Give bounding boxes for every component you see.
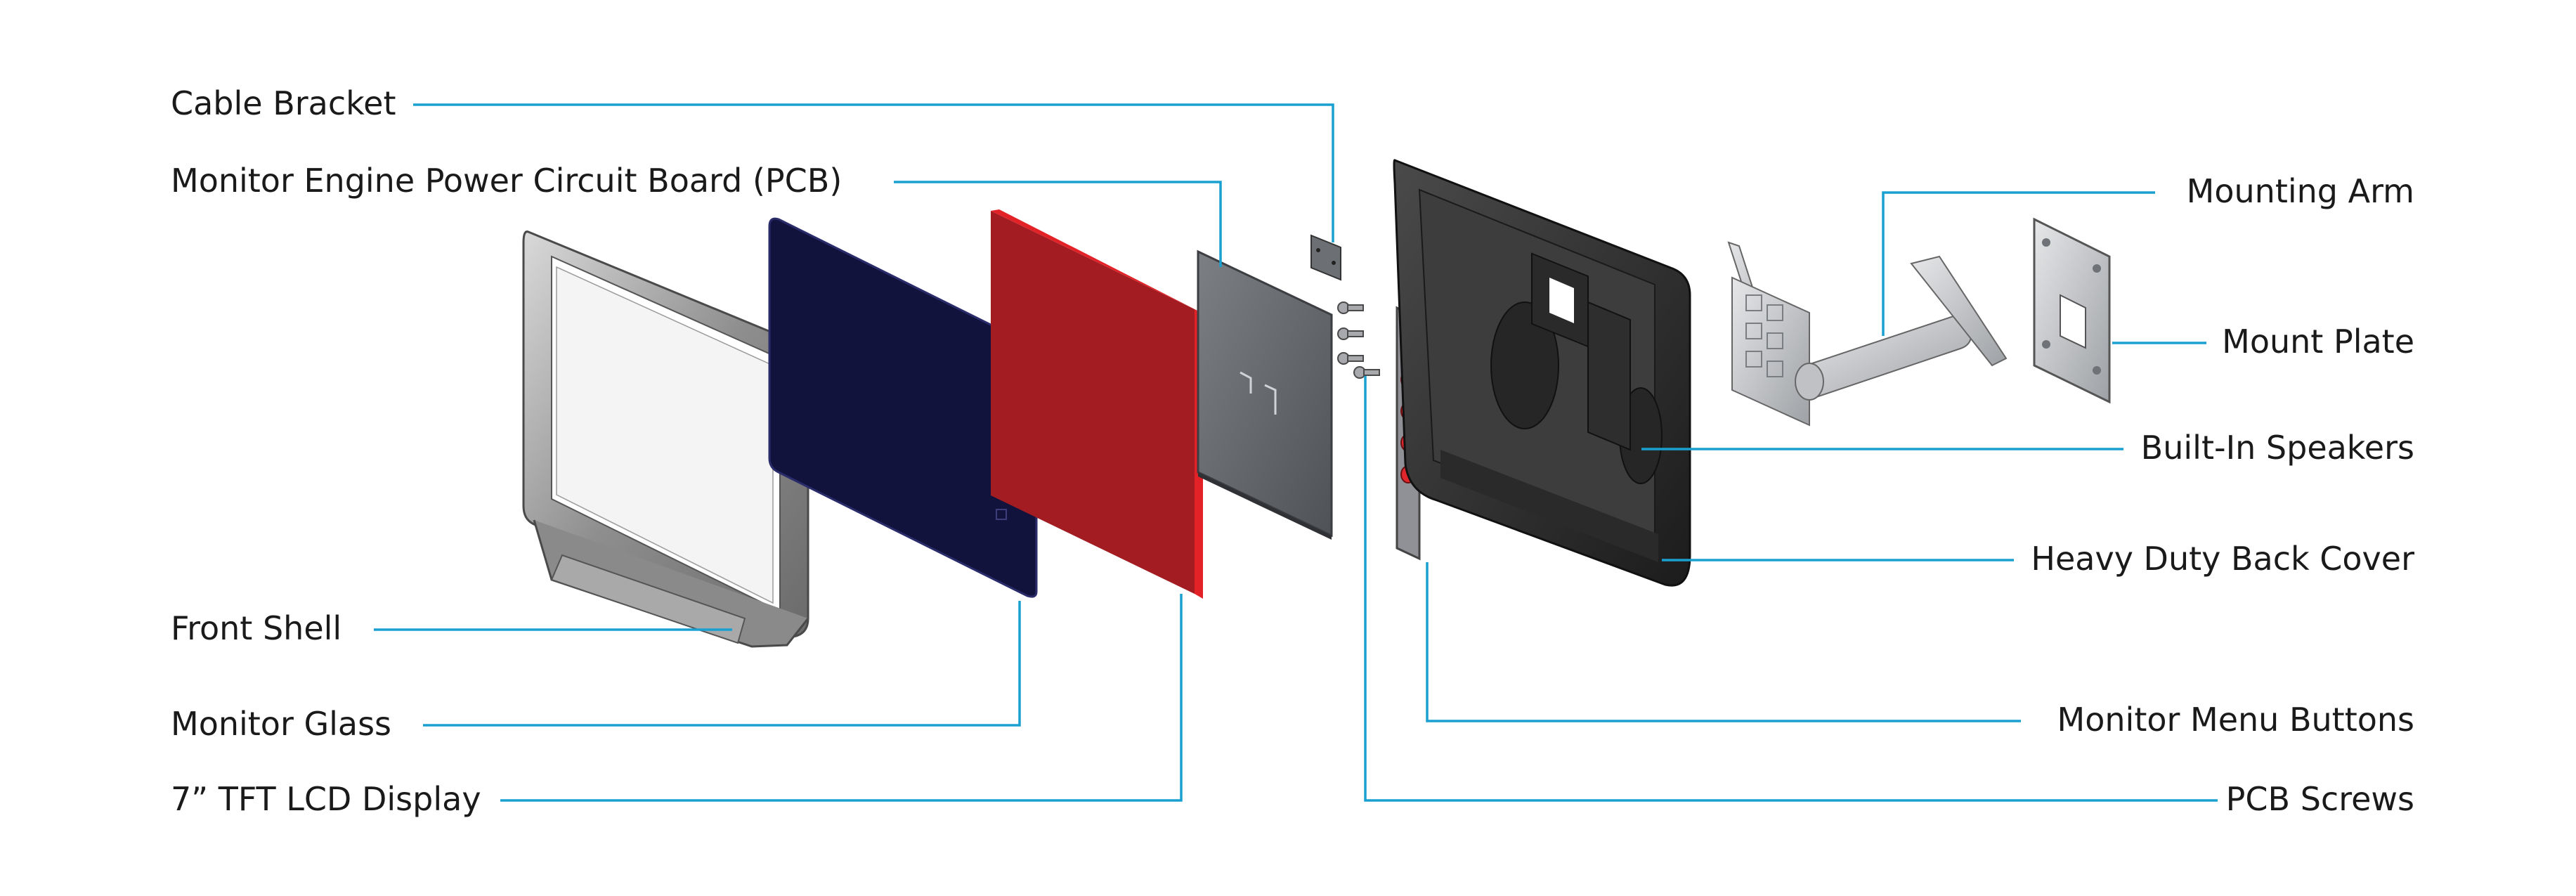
label-speakers: Built-In Speakers [2141,429,2414,467]
label-monitor-glass: Monitor Glass [171,705,391,743]
leader-monitor-glass [423,601,1021,727]
leader-pcb-screws [1364,376,2218,802]
cable-bracket-part [1310,234,1341,281]
label-front-shell: Front Shell [171,609,341,647]
label-mount-plate: Mount Plate [2222,323,2414,361]
pcb-board-part [1197,249,1333,540]
leader-lcd-display [500,594,1183,802]
label-mounting-arm: Mounting Arm [2187,172,2414,210]
mount-plate-part [2033,217,2111,404]
leader-lines [374,103,2218,802]
leader-pcb [894,181,1222,267]
back-cover-part [1393,159,1691,587]
pcb-screws-part [1337,301,1380,379]
labels: Cable Bracket Monitor Engine Power Circu… [171,84,2414,818]
label-pcb-screws: PCB Screws [2226,780,2414,818]
label-tft-display: 7” TFT LCD Display [171,780,481,818]
label-back-cover: Heavy Duty Back Cover [2031,540,2414,578]
leader-menu-buttons [1426,562,2021,722]
label-cable-bracket: Cable Bracket [171,84,396,122]
leader-cable-bracket [413,103,1334,242]
mounting-arm-part [1727,241,2008,427]
leader-mounting-arm [1882,191,2155,336]
label-pcb: Monitor Engine Power Circuit Board (PCB) [171,162,842,200]
front-shell-part [522,231,809,648]
label-menu-buttons: Monitor Menu Buttons [2057,701,2414,739]
